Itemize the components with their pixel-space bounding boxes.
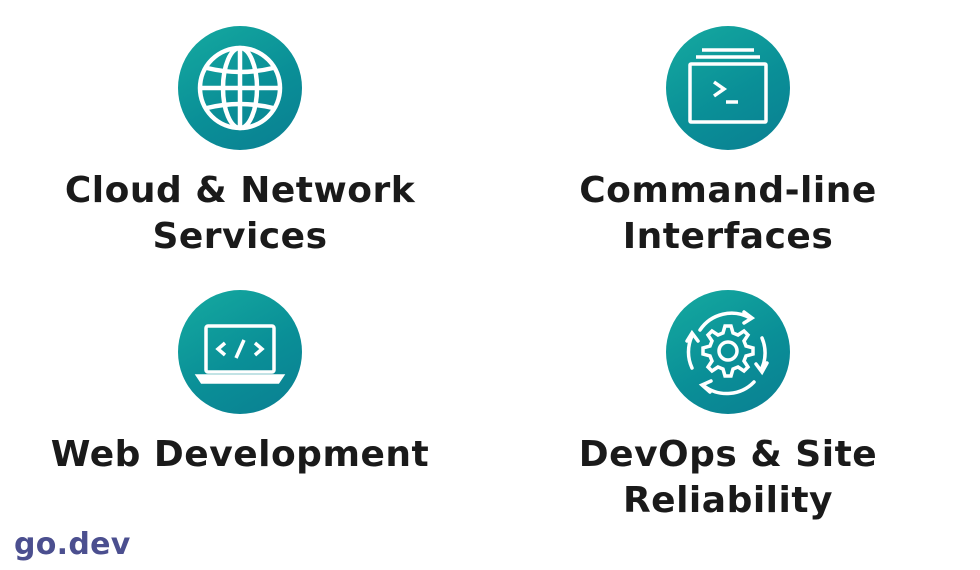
tile-label-line1: Cloud & Network [64,170,416,211]
tile-command-line: Command-line Interfaces [518,26,938,260]
tile-label-line2: Reliability [622,480,834,521]
gear-cycle-icon [685,310,769,396]
code-laptop-icon [194,324,286,384]
tile-devops: DevOps & Site Reliability [518,290,938,524]
terminal-icon [688,48,768,124]
tile-web-development: Web Development [30,290,450,478]
tile-label-line1: Web Development [50,434,430,475]
tile-label: Web Development [51,432,429,478]
tile-label-line1: DevOps & Site [578,434,878,475]
globe-badge [178,26,302,150]
terminal-badge [666,26,790,150]
globe-icon [197,45,283,131]
tile-label-line2: Services [152,216,328,257]
tile-label: Command-line Interfaces [579,168,877,260]
tile-label: Cloud & Network Services [65,168,415,260]
code-laptop-badge [178,290,302,414]
tile-cloud-network: Cloud & Network Services [30,26,450,260]
tile-label-line2: Interfaces [622,216,834,257]
gear-cycle-badge [666,290,790,414]
tile-label: DevOps & Site Reliability [579,432,877,524]
tile-label-line1: Command-line [579,170,877,211]
go-dev-link[interactable]: go.dev [14,527,131,562]
